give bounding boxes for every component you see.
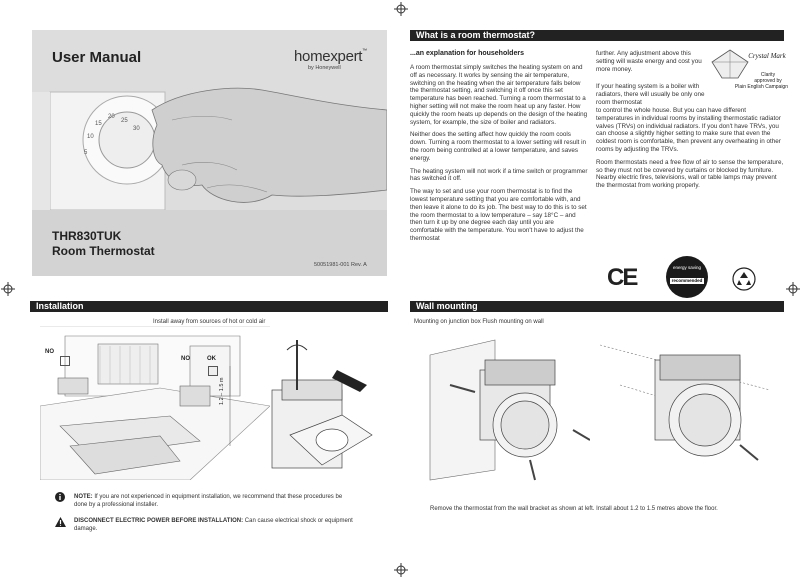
registration-mark-top-icon: [394, 2, 408, 16]
brand-name: homexpert: [294, 48, 363, 65]
what-is-column-2: to control the whole house. But you can …: [596, 107, 784, 195]
energy-saving-bottom: recommended: [670, 278, 704, 284]
crystal-mark-line2: approved by: [754, 78, 782, 84]
product-name: Room Thermostat: [52, 244, 155, 258]
crystal-mark-title: Crystal Mark: [748, 52, 786, 60]
doc-number: 50051981-001 Rev. A: [314, 262, 367, 268]
label-no-2: NO: [181, 356, 190, 362]
brand-logo: homexpert™ by Honeywell: [294, 48, 367, 71]
info-icon: [55, 492, 65, 502]
section-header-installation: Installation: [30, 301, 388, 312]
crystal-icon: [711, 49, 749, 79]
crystal-mark-badge: Crystal Mark Clarity approved by Plain E…: [710, 48, 788, 96]
what-is-column-1: A room thermostat simply switches the he…: [410, 64, 588, 248]
registration-mark-right-icon: [786, 282, 800, 296]
warning-icon: [55, 517, 66, 527]
paragraph: Neither does the setting affect how quic…: [410, 131, 587, 162]
recycle-icon: [732, 267, 756, 291]
note-text: NOTE: If you are not experienced in equi…: [74, 494, 344, 509]
crystal-mark-line3: Plain English Campaign: [734, 84, 788, 90]
paragraph: to control the whole house. But you can …: [596, 107, 781, 153]
height-label: 1.2 – 1.5 m: [219, 377, 225, 405]
dial-number-25: 25: [121, 118, 128, 124]
note-bold: NOTE:: [74, 494, 93, 500]
model-number: THR830TUK: [52, 229, 122, 243]
thermostat-removal-illustration: [271, 340, 373, 469]
paragraph: A room thermostat simply switches the he…: [410, 64, 588, 126]
cover-bottom-band: [32, 210, 387, 276]
warning-body: Can cause electrical shock or equipment …: [74, 518, 353, 532]
what-is-col2-mid: If your heating system is a boiler with …: [596, 83, 705, 106]
brand-by: by Honeywell: [308, 65, 341, 71]
crystal-mark-line1: Clarity: [760, 72, 776, 78]
dial-number-10: 10: [87, 134, 94, 140]
label-ok: OK: [207, 356, 216, 362]
ce-mark: CE: [607, 264, 638, 291]
paragraph: The heating system will not work if a ti…: [410, 167, 588, 183]
registration-mark-left-icon: [1, 282, 15, 296]
ok-thermostat-icon: [208, 366, 218, 376]
section-header-wall-mounting: Wall mounting: [410, 301, 784, 312]
label-no-1: NO: [45, 349, 54, 355]
installation-caption: Install away from sources of hot or cold…: [153, 319, 266, 325]
no-cross-icon: [60, 356, 70, 366]
dial-number-20: 20: [108, 114, 115, 120]
wall-mounting-footer: Remove the thermostat from the wall brac…: [430, 506, 718, 512]
room-installation-illustration: [40, 326, 270, 480]
energy-saving-top: energy saving: [672, 265, 702, 270]
dial-number-30: 30: [133, 126, 140, 132]
what-is-subtitle: ...an explanation for householders: [410, 50, 524, 57]
section-header-what-is: What is a room thermostat?: [410, 30, 784, 41]
wall-mounting-caption: Mounting on junction box Flush mounting …: [414, 319, 544, 325]
registration-mark-bottom-icon: [394, 563, 408, 577]
thermostat-hand-illustration: [32, 87, 387, 210]
junction-box-mounting-illustration: [429, 339, 590, 481]
cover-title: User Manual: [52, 49, 142, 66]
energy-saving-badge: energy saving recommended: [666, 256, 708, 298]
warning-text: DISCONNECT ELECTRIC POWER BEFORE INSTALL…: [74, 518, 354, 533]
note-body: If you are not experienced in equipment …: [74, 494, 343, 508]
paragraph: Room thermostats need a free flow of air…: [596, 158, 784, 190]
what-is-col2-top: further. Any adjustment above this setti…: [596, 50, 702, 73]
brand-tm: ™: [362, 48, 368, 54]
paragraph: The way to set and use your room thermos…: [410, 188, 587, 242]
flush-mounting-illustration: [600, 344, 771, 461]
dial-number-5: 5: [84, 150, 88, 156]
dial-number-15: 15: [95, 121, 102, 127]
warning-bold: DISCONNECT ELECTRIC POWER BEFORE INSTALL…: [74, 518, 244, 524]
